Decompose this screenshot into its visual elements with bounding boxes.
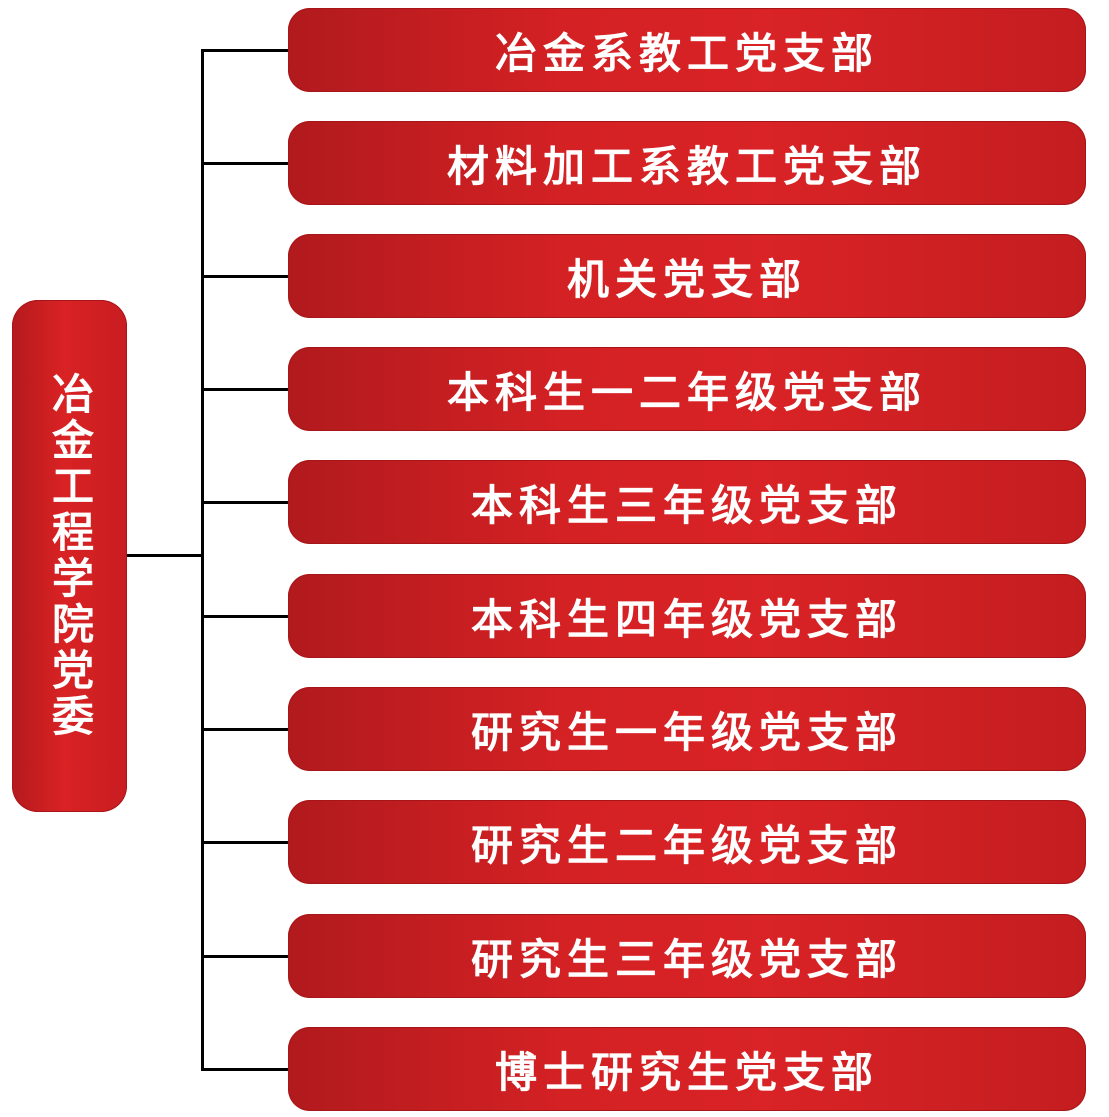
branch-label: 研究生三年级党支部 (470, 934, 903, 984)
root-node: 冶金工程学院党委 (12, 300, 127, 812)
branch-label: 材料加工系教工党支部 (446, 141, 927, 191)
root-label: 冶金工程学院党委 (45, 372, 95, 740)
branch-node: 本科生四年级党支部 (288, 574, 1086, 658)
branch-node: 本科生三年级党支部 (288, 460, 1086, 544)
branch-node: 材料加工系教工党支部 (288, 121, 1086, 205)
trunk-line (201, 49, 204, 1071)
branch-label: 本科生四年级党支部 (470, 594, 903, 644)
branch-label: 本科生一二年级党支部 (446, 367, 927, 417)
branch-node: 研究生一年级党支部 (288, 687, 1086, 771)
branch-connector (201, 1068, 288, 1071)
branch-node: 机关党支部 (288, 234, 1086, 318)
branch-label: 研究生一年级党支部 (470, 707, 903, 757)
branch-label: 研究生二年级党支部 (470, 820, 903, 870)
branch-connector (201, 275, 288, 278)
branch-label: 机关党支部 (566, 254, 807, 304)
branch-connector (201, 501, 288, 504)
branch-label: 本科生三年级党支部 (470, 480, 903, 530)
branch-node: 研究生三年级党支部 (288, 914, 1086, 998)
branch-connector (201, 615, 288, 618)
branch-connector (201, 49, 288, 52)
root-connector (127, 554, 204, 557)
branch-node: 冶金系教工党支部 (288, 8, 1086, 92)
branch-node: 本科生一二年级党支部 (288, 347, 1086, 431)
branch-connector (201, 388, 288, 391)
branch-connector (201, 841, 288, 844)
branch-label: 冶金系教工党支部 (494, 28, 879, 78)
branch-node: 研究生二年级党支部 (288, 800, 1086, 884)
branch-connector (201, 728, 288, 731)
branch-connector (201, 162, 288, 165)
branch-connector (201, 955, 288, 958)
branch-label: 博士研究生党支部 (494, 1047, 879, 1097)
branch-node: 博士研究生党支部 (288, 1027, 1086, 1111)
